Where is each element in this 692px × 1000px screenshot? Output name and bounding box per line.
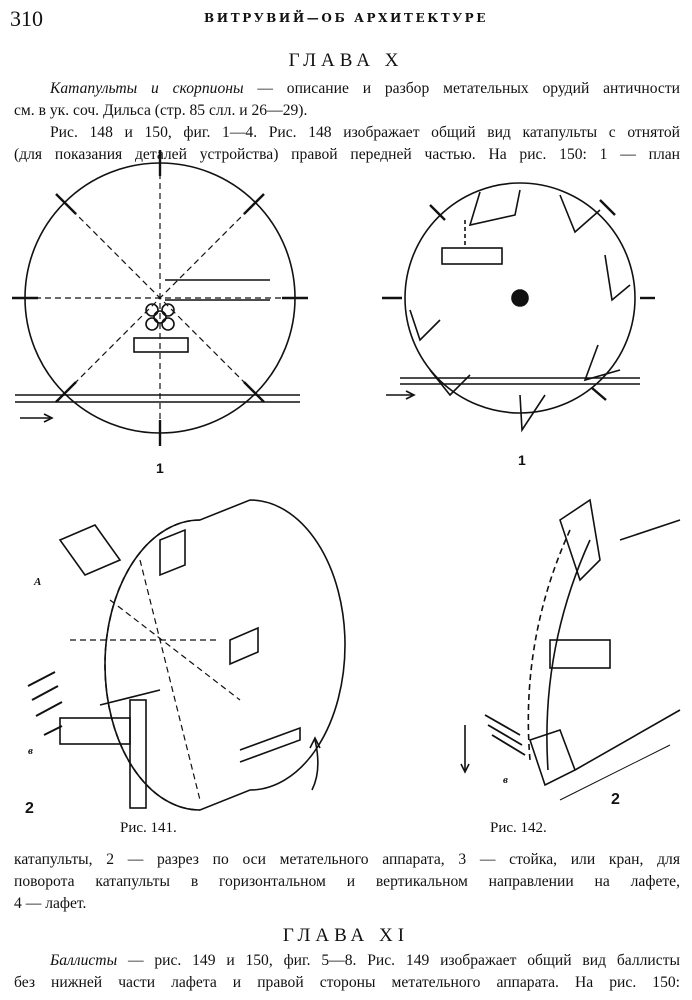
paragraph-line: катапульты, 2 — разрез по оси метательно… bbox=[14, 851, 680, 868]
chapter-x-text: Катапульты и скорпионы — описание и разб… bbox=[14, 78, 680, 166]
italic-term: Катапульты и скорпионы bbox=[50, 80, 244, 97]
paragraph-line: Рис. 148 и 150, фиг. 1—4. Рис. 148 изобр… bbox=[50, 124, 680, 141]
paragraph-line: см. в ук. соч. Дильса (стр. 85 слл. и 26… bbox=[14, 102, 308, 119]
figure-section-right bbox=[382, 182, 655, 433]
italic-term: Баллисты bbox=[50, 952, 118, 969]
paragraph-line: поворота катапульты в горизонтальном и в… bbox=[14, 873, 680, 890]
chapter-xi-title: ГЛАВА XI bbox=[282, 925, 410, 946]
paragraph-line: (для показания деталей устройства) право… bbox=[14, 146, 680, 163]
running-title: ВИТРУВИЙ—ОБ АРХИТЕКТУРЕ bbox=[204, 11, 488, 25]
figure-label: 2 bbox=[611, 791, 620, 808]
figure-label: 1 bbox=[156, 460, 164, 476]
paragraph-line: Баллисты — рис. 149 и 150, фиг. 5—8. Рис… bbox=[14, 950, 680, 972]
text: — описание и разбор метательных орудий а… bbox=[243, 80, 680, 97]
figure-label: в bbox=[503, 774, 508, 786]
figure-label: 1 bbox=[518, 452, 526, 468]
paragraph-line: Катапульты и скорпионы — описание и разб… bbox=[14, 78, 680, 100]
page-number: 310 bbox=[10, 6, 43, 31]
figure-141-caption: Рис. 141. bbox=[120, 820, 177, 836]
figure-label: 2 bbox=[25, 800, 34, 817]
paragraph-line: 4 — лафет. bbox=[14, 895, 87, 912]
chapter-xi-text: Баллисты — рис. 149 и 150, фиг. 5—8. Рис… bbox=[14, 950, 680, 994]
figure-142-drawing bbox=[460, 498, 681, 801]
figure-label: А bbox=[34, 576, 42, 588]
continuation-text: катапульты, 2 — разрез по оси метательно… bbox=[14, 849, 680, 915]
figure-label: в bbox=[28, 745, 33, 757]
chapter-x-title: ГЛАВА X bbox=[288, 50, 404, 71]
figure-141-drawing bbox=[27, 499, 346, 811]
figure-plan-left bbox=[12, 150, 308, 446]
figure-142-caption: Рис. 142. bbox=[490, 820, 547, 836]
text: — рис. 149 и 150, фиг. 5—8. Рис. 149 изо… bbox=[117, 952, 680, 969]
paragraph-line: без нижней части лафета и правой стороны… bbox=[14, 974, 680, 991]
